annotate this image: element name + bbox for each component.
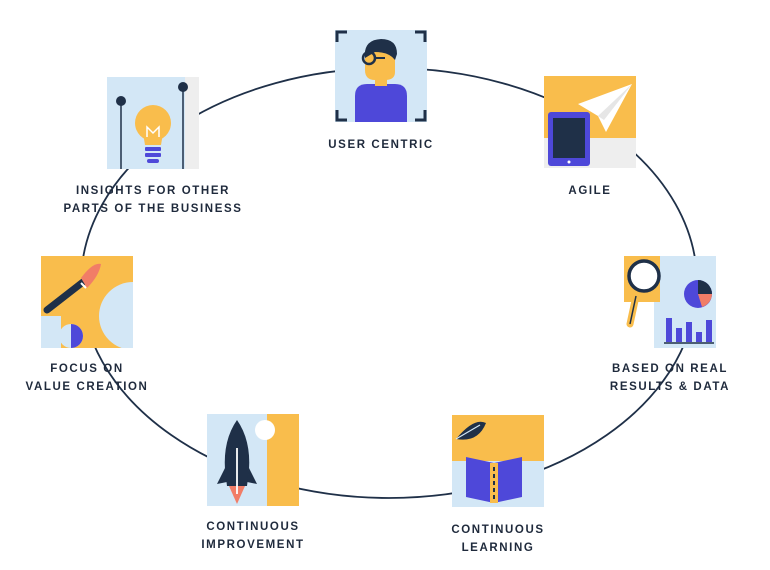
paper-plane-tablet-icon bbox=[544, 76, 636, 168]
book-leaf-icon bbox=[452, 415, 544, 507]
label-focus-on-value-creation: FOCUS ON VALUE CREATION bbox=[25, 363, 149, 393]
magnifier-chart-icon bbox=[624, 256, 716, 348]
label-based-on-real-results-data: BASED ON REAL RESULTS & DATA bbox=[609, 363, 731, 393]
rocket-icon bbox=[207, 414, 299, 506]
paintbrush-icon bbox=[41, 256, 133, 348]
label-continuous-improvement: CONTINUOUS IMPROVEMENT bbox=[201, 521, 305, 551]
label-continuous-learning: CONTINUOUS LEARNING bbox=[451, 524, 545, 554]
person-with-glasses-icon bbox=[335, 30, 427, 122]
label-user-centric: USER CENTRIC bbox=[328, 139, 434, 151]
lightbulb-icon bbox=[107, 77, 199, 169]
label-insights-for-other-parts-of-the-business: INSIGHTS FOR OTHER PARTS OF THE BUSINESS bbox=[63, 185, 243, 215]
label-agile: AGILE bbox=[568, 185, 612, 197]
